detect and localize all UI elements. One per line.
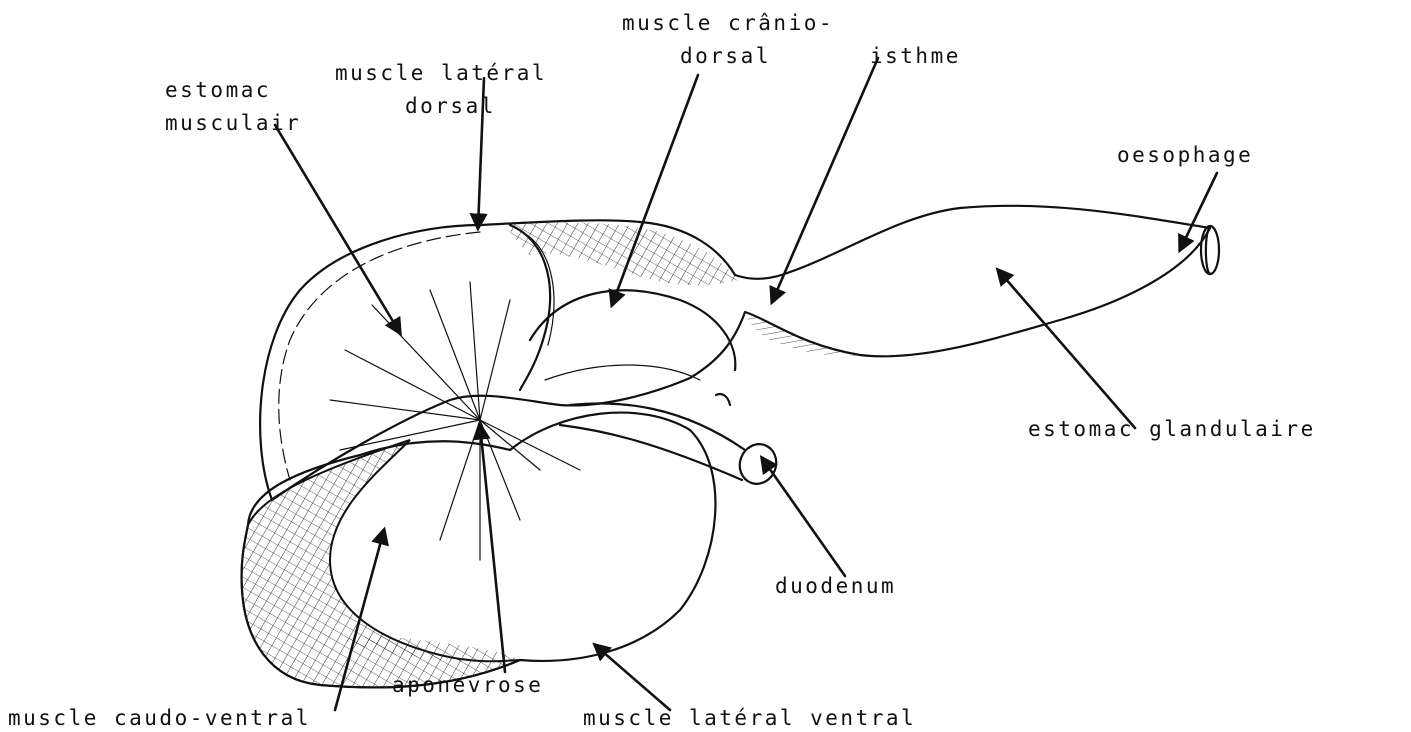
label-estomac-musculaire-line2: musculair [165,111,301,135]
label-muscle-cranio-dorsal-line2: dorsal [680,44,771,68]
labels: estomac musculair muscle latéral dorsal … [8,11,1316,730]
gizzard-drawing [242,206,1219,688]
oesophage-opening [1201,226,1219,274]
label-muscle-cranio-dorsal-line1: muscle crânio- [622,11,834,35]
label-oesophage: oesophage [1117,143,1253,167]
label-muscle-caudo-ventral: muscle caudo-ventral [8,706,311,730]
label-muscle-lateral-dorsal-line1: muscle latéral [335,61,547,85]
label-isthme: isthme [870,44,961,68]
duodenum-tube [560,394,782,489]
pointer-arrows [275,58,1217,710]
label-duodenum: duodenum [775,574,896,598]
label-muscle-lateral-dorsal-line2: dorsal [405,94,496,118]
label-estomac-glandulaire: estomac glandulaire [1028,417,1316,441]
label-muscle-lateral-ventral: muscle latéral ventral [583,706,916,730]
label-estomac-musculaire-line1: estomac [165,78,271,102]
label-aponevrose: aponevrose [392,673,543,697]
